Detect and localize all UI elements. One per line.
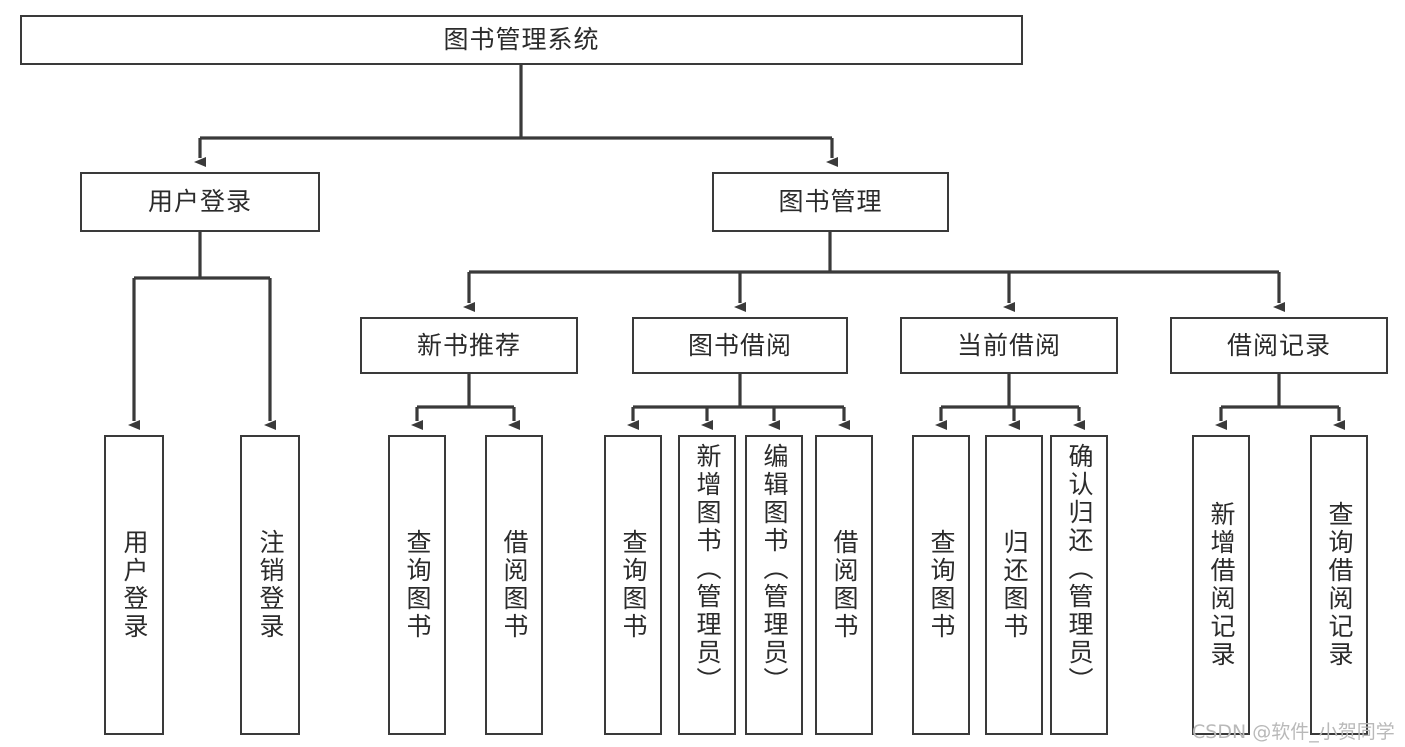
node-leaf-query-book-2[interactable]: 查询图书 <box>604 435 662 735</box>
node-leaf-user-login[interactable]: 用户登录 <box>104 435 164 735</box>
node-leaf-borrow-book-1[interactable]: 借阅图书 <box>485 435 543 735</box>
node-leaf-add-loan-record[interactable]: 新增借阅记录 <box>1192 435 1250 735</box>
node-leaf-return-book[interactable]: 归还图书 <box>985 435 1043 735</box>
node-new-book-rec[interactable]: 新书推荐 <box>360 317 578 374</box>
node-leaf-query-book-3[interactable]: 查询图书 <box>912 435 970 735</box>
node-book-borrow[interactable]: 图书借阅 <box>632 317 848 374</box>
node-leaf-edit-book[interactable]: 编辑图书（管理员） <box>745 435 803 735</box>
node-root[interactable]: 图书管理系统 <box>20 15 1023 65</box>
node-user-login[interactable]: 用户登录 <box>80 172 320 232</box>
node-leaf-borrow-book-2[interactable]: 借阅图书 <box>815 435 873 735</box>
node-leaf-query-loan-record[interactable]: 查询借阅记录 <box>1310 435 1368 735</box>
csdn-watermark: CSDN @软件_小贺同学 <box>1192 721 1395 743</box>
node-loan-record[interactable]: 借阅记录 <box>1170 317 1388 374</box>
node-current-loan[interactable]: 当前借阅 <box>900 317 1118 374</box>
node-leaf-query-book-1[interactable]: 查询图书 <box>388 435 446 735</box>
node-leaf-logout[interactable]: 注销登录 <box>240 435 300 735</box>
node-book-manage[interactable]: 图书管理 <box>712 172 949 232</box>
node-leaf-confirm-return[interactable]: 确认归还（管理员） <box>1050 435 1108 735</box>
node-leaf-add-book[interactable]: 新增图书（管理员） <box>678 435 736 735</box>
